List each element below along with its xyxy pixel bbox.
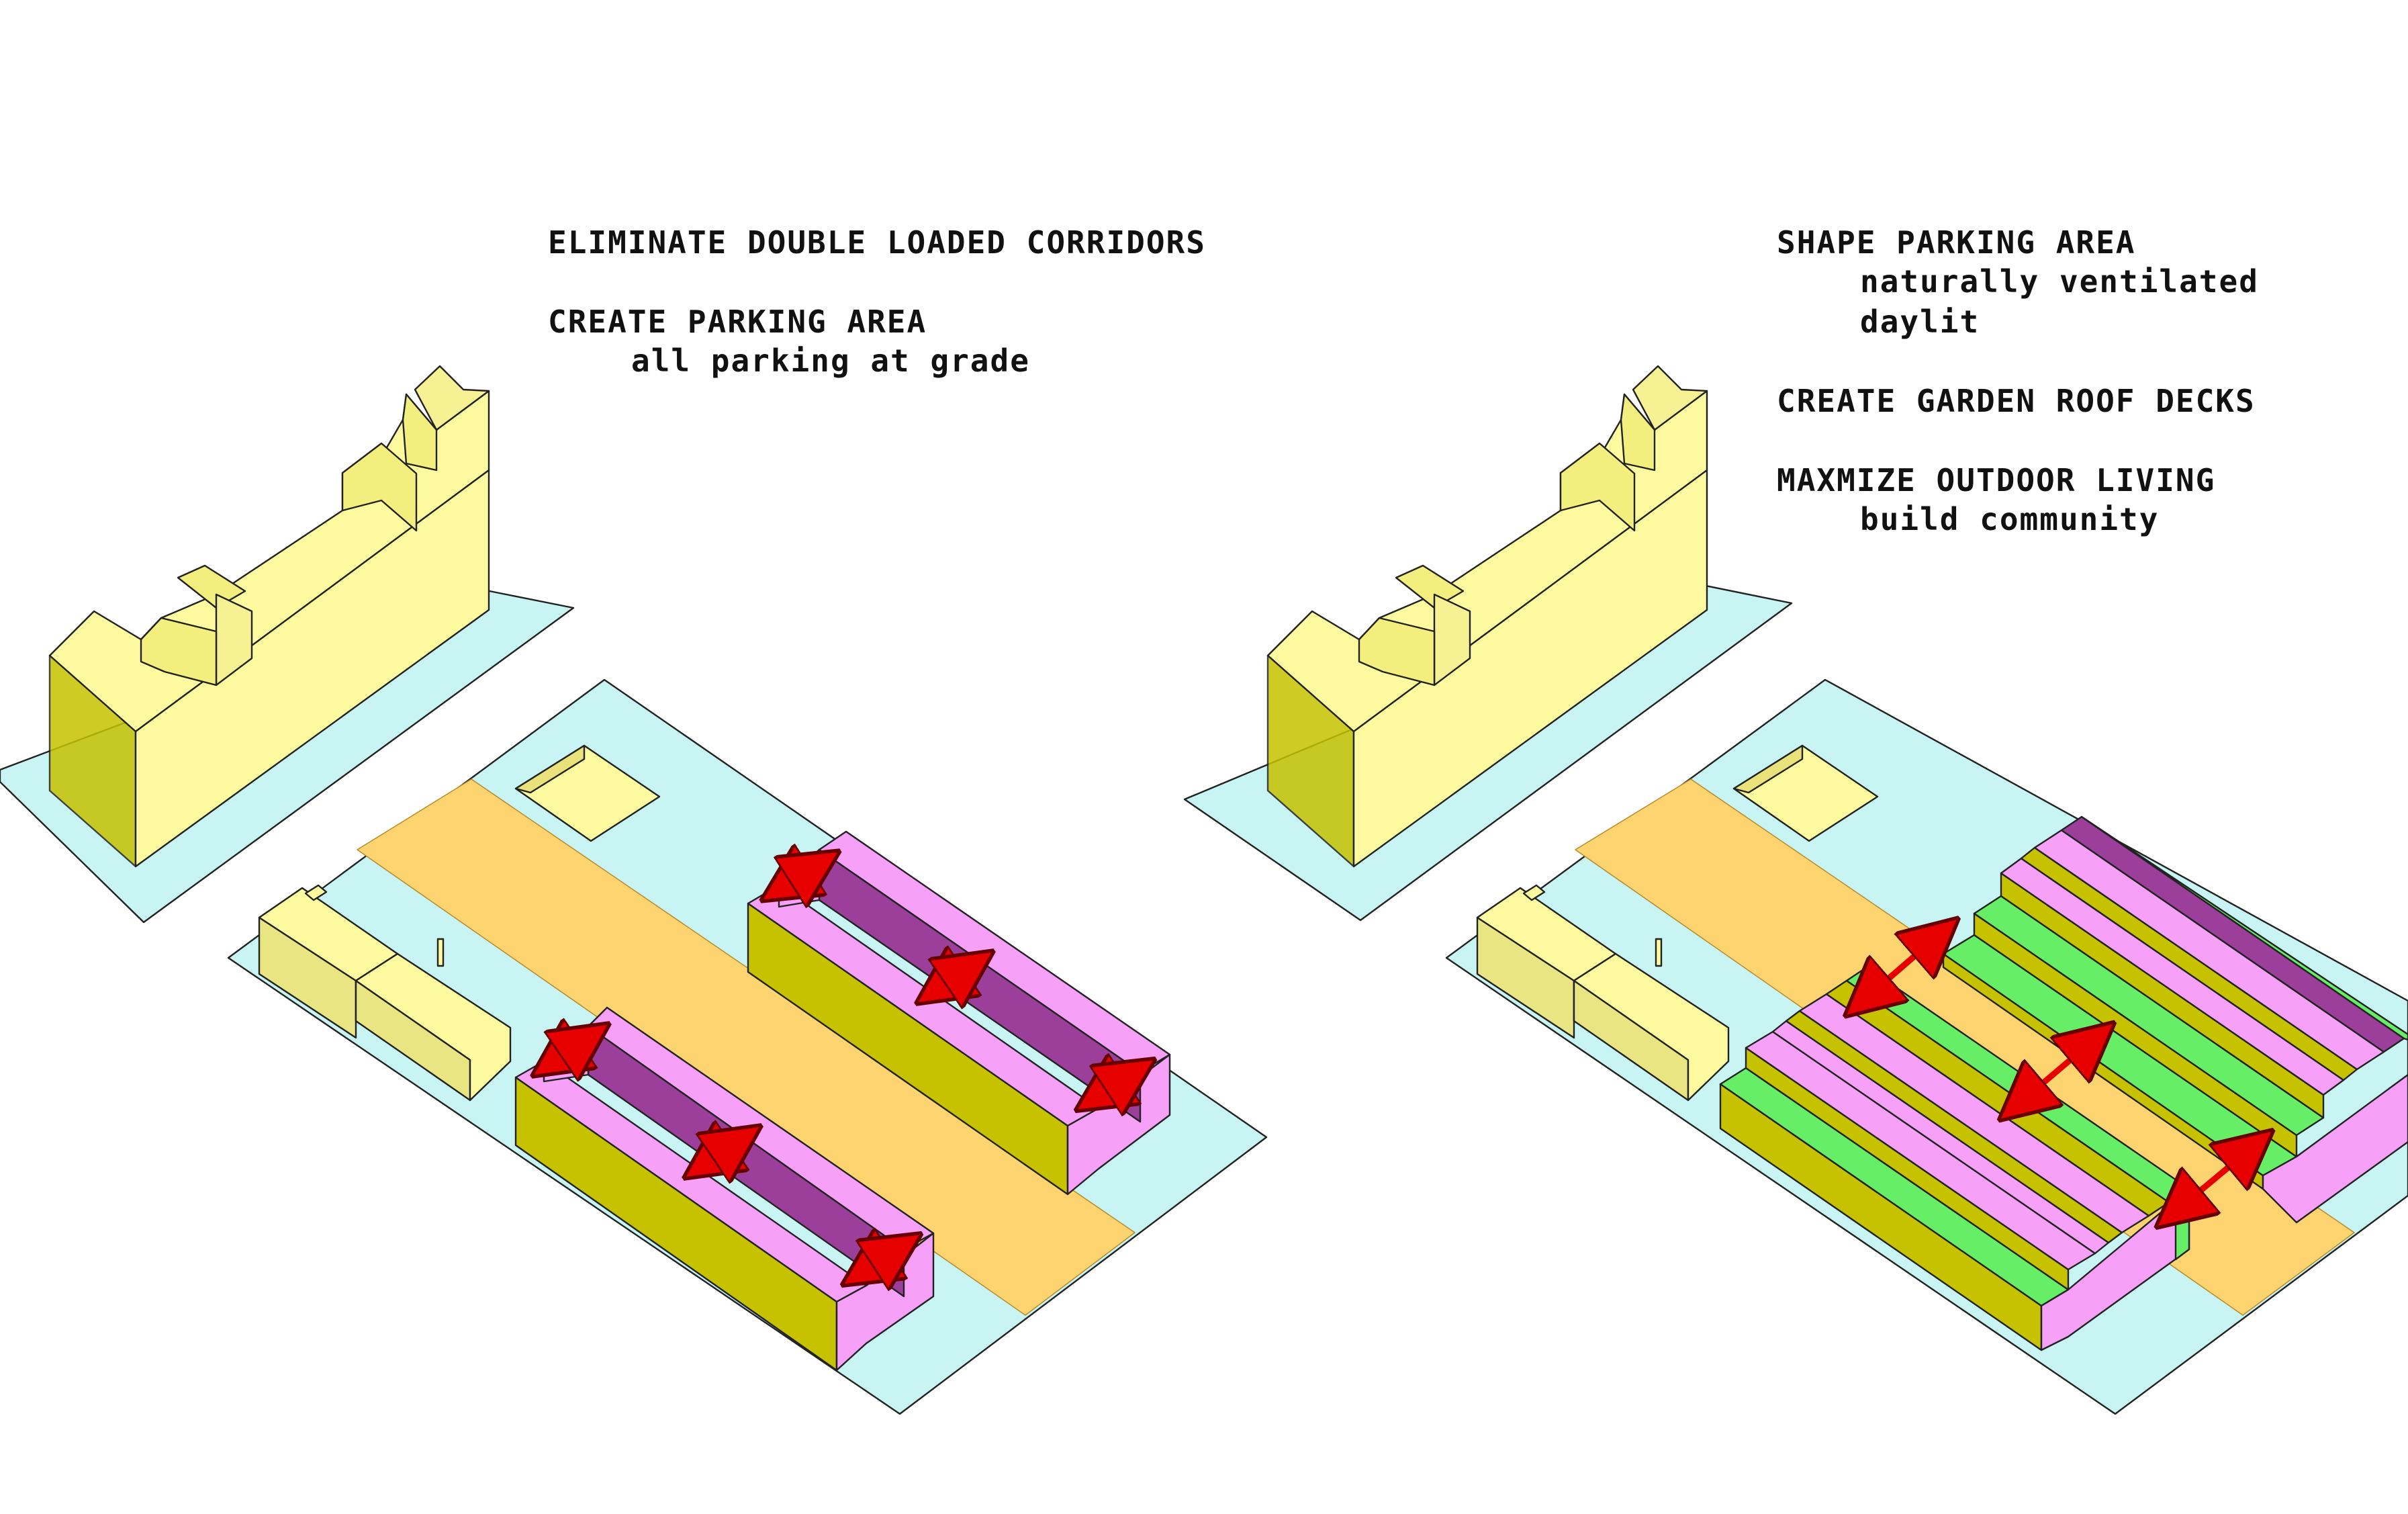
left-heading-create-parking: CREATE PARKING AREA bbox=[548, 304, 927, 340]
right-heading-shape-parking: SHAPE PARKING AREA bbox=[1777, 224, 2136, 261]
courtyard-void-right bbox=[1732, 744, 1879, 842]
courtyard-void bbox=[514, 744, 661, 842]
cross-ventilation-arrows-left bbox=[556, 866, 1131, 1270]
right-note-naturally-ventilated: naturally ventilated bbox=[1860, 263, 2259, 300]
left-note-parking-at-grade: all parking at grade bbox=[631, 343, 1030, 379]
existing-house-right bbox=[1476, 884, 1730, 1102]
right-panel-drawing bbox=[1183, 365, 2408, 1415]
right-note-build-community: build community bbox=[1860, 501, 2160, 537]
right-heading-garden-roof-decks: CREATE GARDEN ROOF DECKS bbox=[1777, 383, 2256, 419]
cross-ventilation-arrows-right bbox=[1867, 937, 2251, 1209]
right-heading-maximize-outdoor-living: MAXMIZE OUTDOOR LIVING bbox=[1777, 462, 2216, 498]
left-heading-eliminate-corridors: ELIMINATE DOUBLE LOADED CORRIDORS bbox=[548, 224, 1206, 261]
existing-house bbox=[258, 884, 512, 1102]
existing-building-right bbox=[1266, 365, 1708, 868]
right-note-daylit: daylit bbox=[1860, 304, 1980, 340]
existing-building bbox=[48, 365, 490, 868]
left-panel-drawing bbox=[0, 365, 1268, 1415]
